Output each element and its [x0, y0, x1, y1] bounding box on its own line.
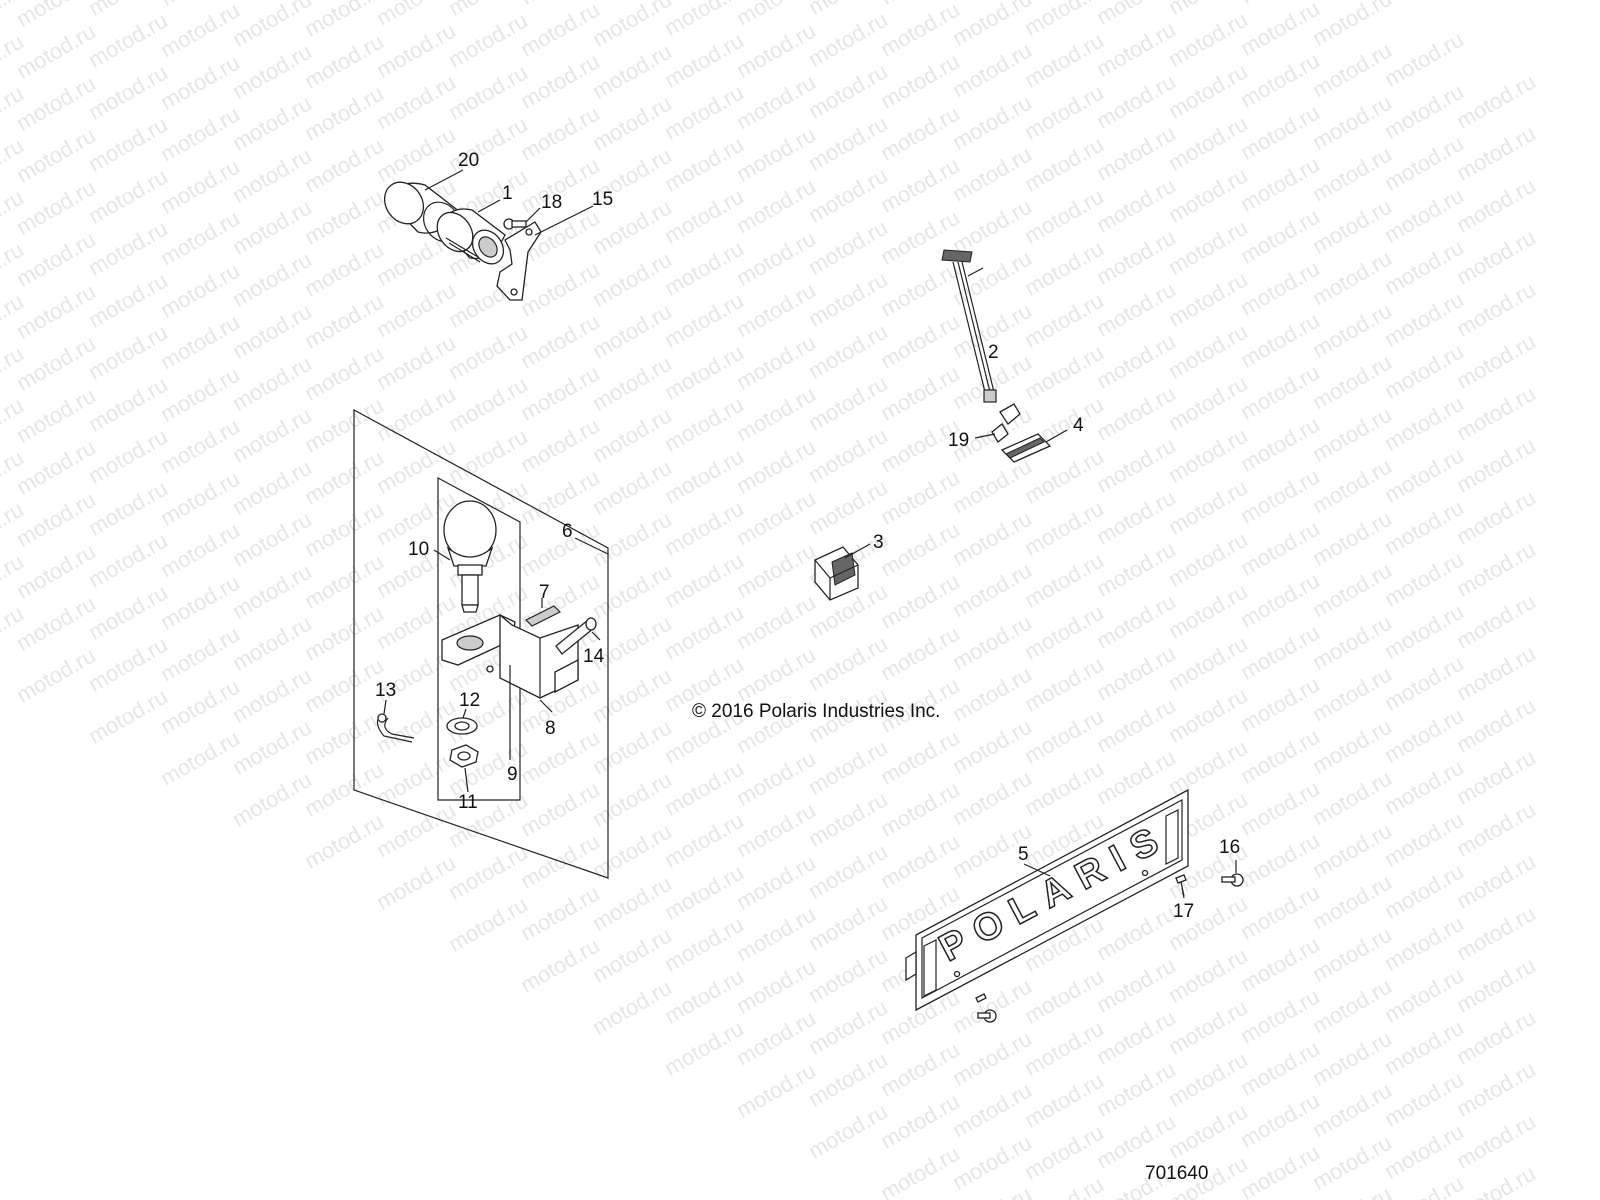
wire-harness-part: [941, 249, 997, 403]
leader-11: [464, 767, 469, 793]
callout-7: 7: [539, 582, 550, 603]
leader-19: [974, 433, 996, 439]
callout-5: 5: [1018, 844, 1029, 865]
callout-9: 9: [507, 764, 518, 785]
callout-17: 17: [1173, 901, 1195, 922]
callout-18: 18: [541, 192, 563, 213]
callout-19: 19: [948, 430, 970, 451]
diagram-number: 701640: [1145, 1163, 1209, 1184]
leader-10: [433, 549, 451, 561]
hex-nut-part: [449, 744, 479, 768]
callout-2: 2: [988, 342, 999, 363]
callout-8: 8: [545, 718, 556, 739]
lock-washer-part: [446, 717, 478, 735]
leader-4: [1045, 429, 1068, 443]
kit-inner-frame: [437, 476, 521, 801]
leader-12: [462, 708, 467, 719]
hitch-clip-part: [376, 713, 415, 743]
kit-outer-frame: [353, 408, 609, 879]
leader-3: [844, 543, 871, 559]
copyright-notice: © 2016 Polaris Industries Inc.: [692, 701, 941, 722]
leader-8: [539, 699, 553, 713]
callout-15: 15: [592, 189, 614, 210]
leader-2: [967, 267, 984, 277]
callout-11: 11: [458, 792, 478, 813]
ball-mount-part: [441, 613, 579, 699]
leader-6: [574, 537, 609, 555]
hitch-receiver-part: [436, 208, 506, 265]
plate-screw-part: [975, 993, 997, 1023]
callout-14: 14: [583, 646, 605, 667]
flange-screw-part: [1221, 873, 1244, 887]
flange-bolt-part: [503, 218, 527, 230]
small-screw-part: [1175, 874, 1187, 897]
callout-6: 6: [562, 521, 573, 542]
callout-12: 12: [459, 690, 481, 711]
license-plate-part: POLARIS: [905, 788, 1189, 1012]
callout-1: 1: [502, 183, 513, 204]
leader-13: [383, 699, 387, 715]
decal-part: [524, 605, 562, 627]
leader-15: [534, 205, 594, 236]
hitch-pin-part: [555, 617, 597, 655]
leader-1: [477, 199, 501, 213]
callout-10: 10: [408, 539, 430, 560]
leader-18: [525, 207, 541, 223]
callout-3: 3: [873, 532, 884, 553]
mounting-plate-part: [1000, 433, 1052, 463]
leader-20: [424, 169, 464, 191]
leader-17: [1181, 887, 1185, 899]
leader-5: [1023, 863, 1051, 877]
callout-4: 4: [1073, 415, 1084, 436]
callout-20: 20: [458, 150, 480, 171]
callout-16: 16: [1219, 837, 1241, 858]
callout-13: 13: [375, 680, 397, 701]
electrical-connector-part: [814, 546, 859, 601]
mounting-bracket-part: [496, 221, 542, 301]
hitch-ball-part: [443, 500, 497, 613]
push-rivet-part: [991, 403, 1021, 443]
leader-14: [591, 631, 601, 641]
